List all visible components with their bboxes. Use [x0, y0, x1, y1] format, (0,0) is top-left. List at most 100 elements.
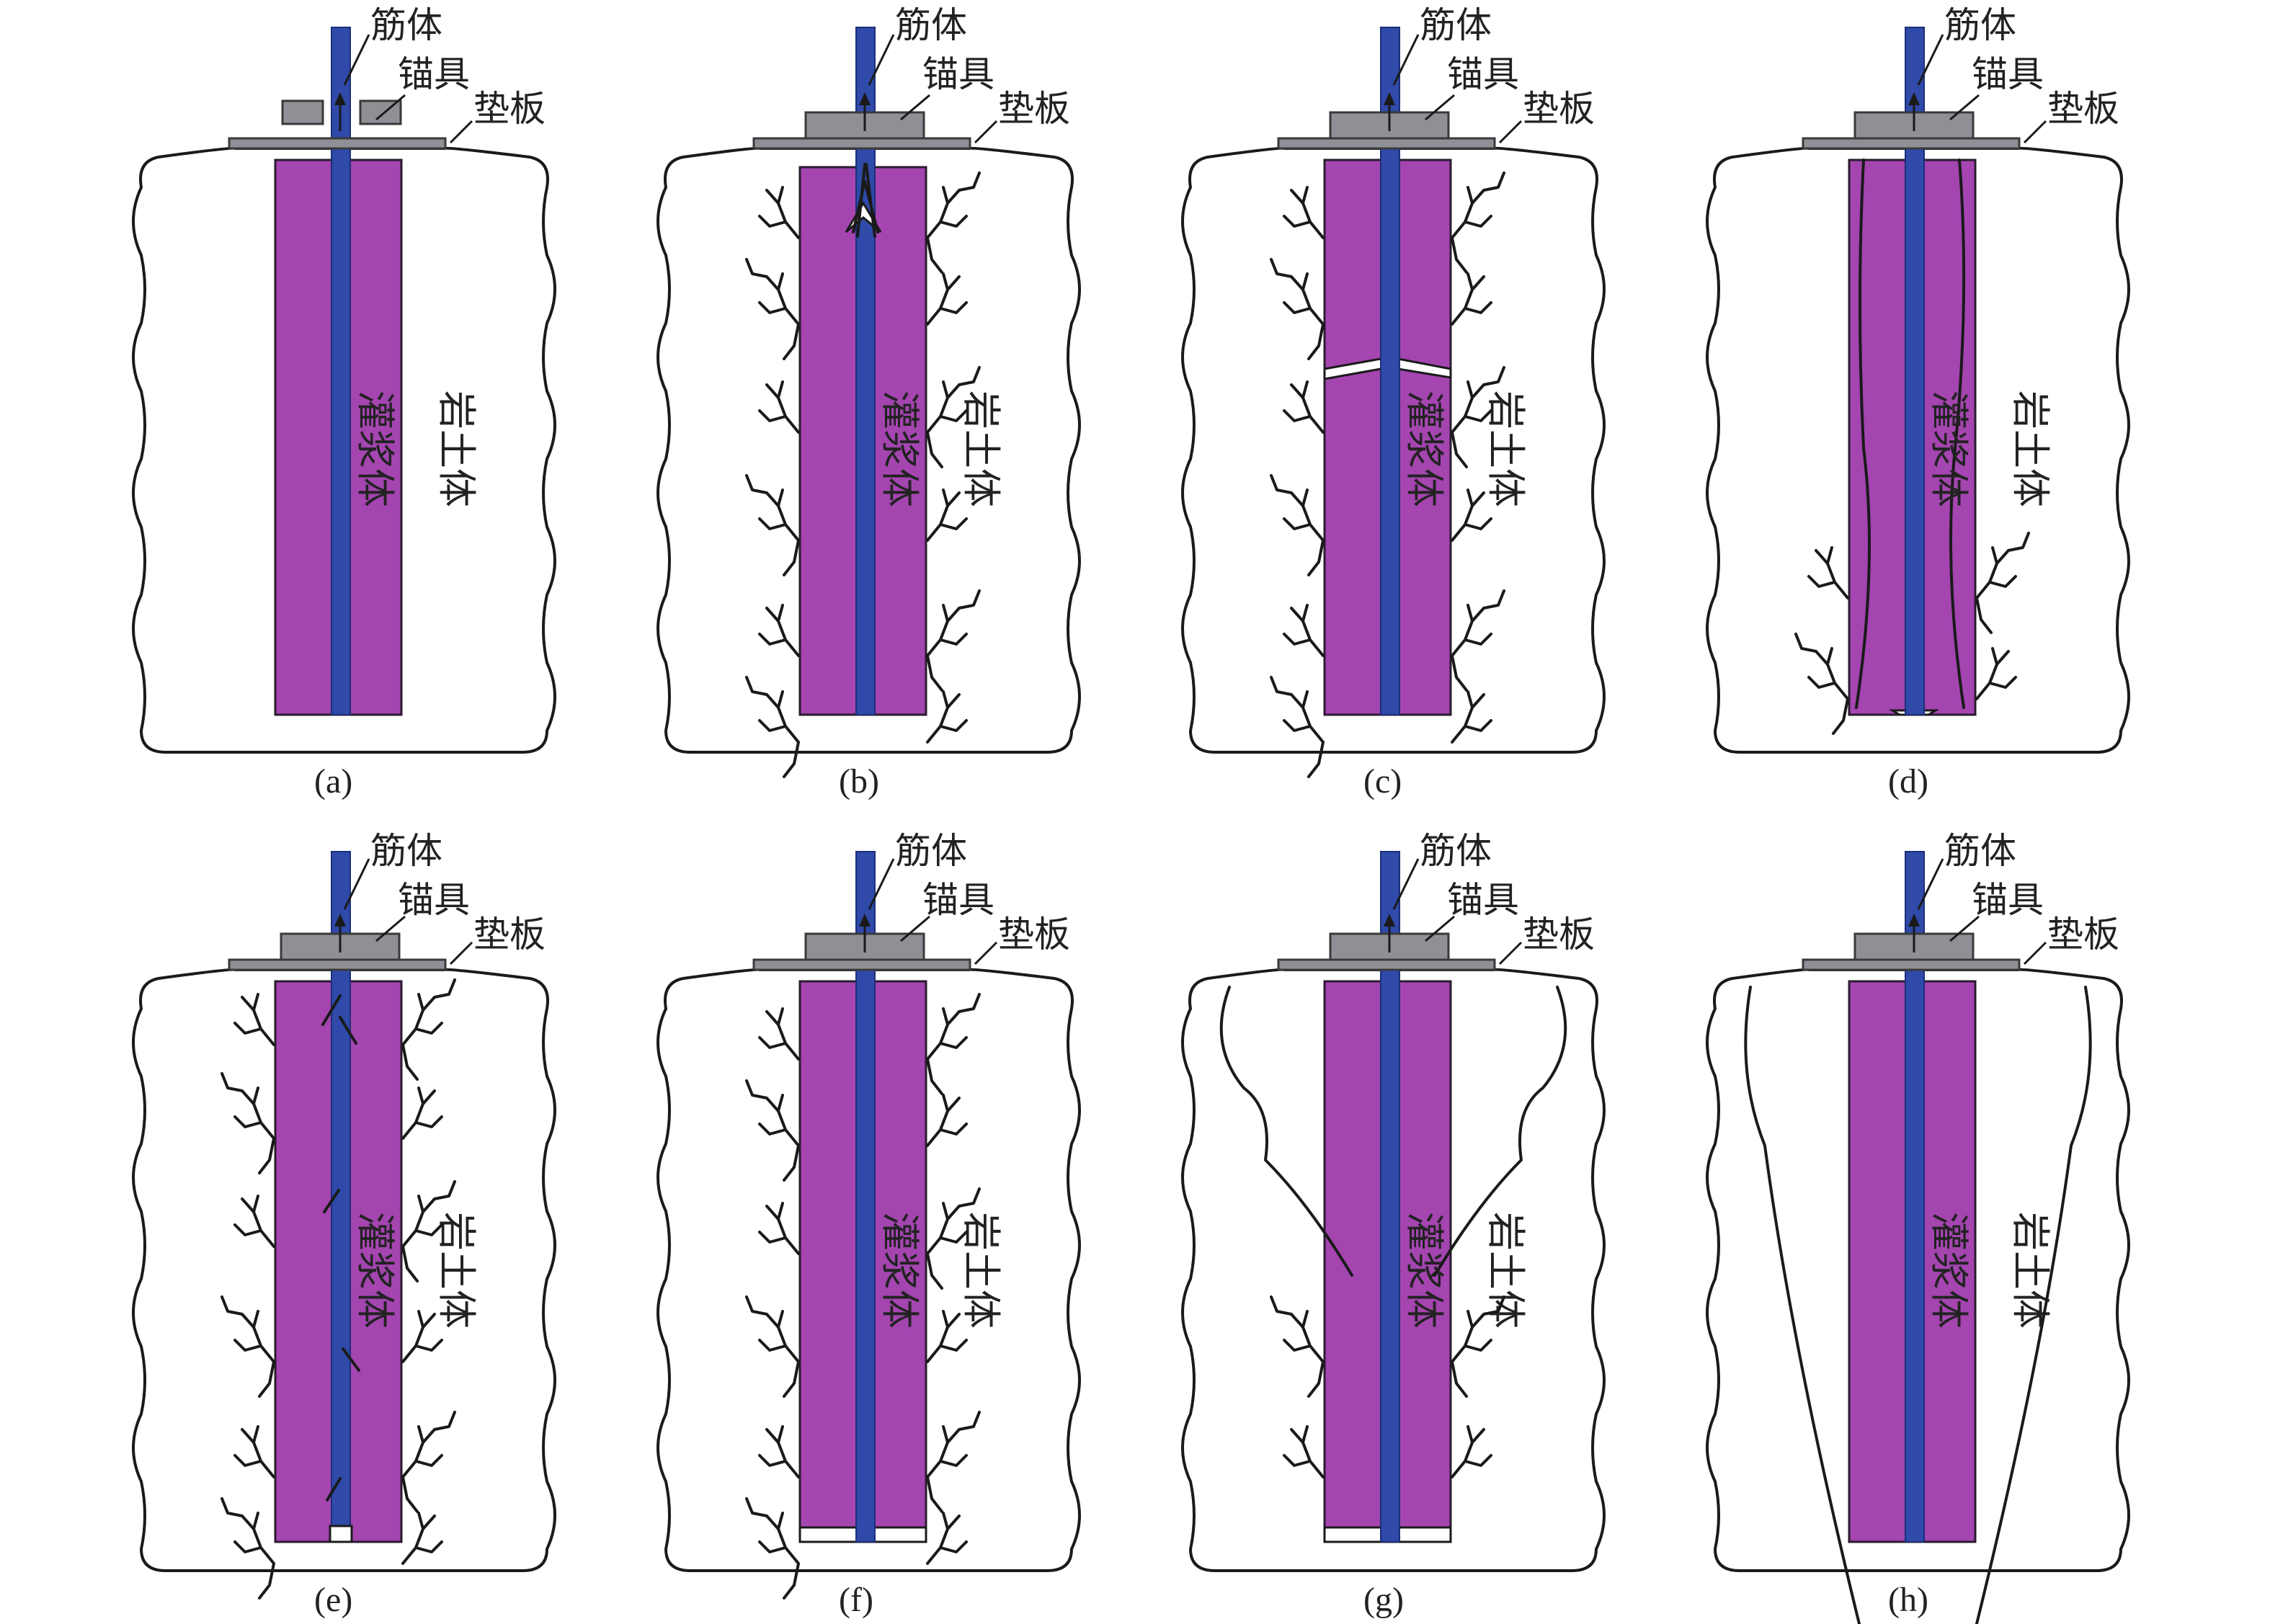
leader-anchor — [375, 94, 406, 121]
leader-anchor — [1949, 915, 1980, 942]
crack-right-5 — [926, 690, 968, 744]
leader-plate — [2023, 941, 2047, 965]
load-arrow-icon — [334, 914, 346, 927]
rock-label-group: 岩土体 — [958, 391, 1004, 507]
tendon-pull-cracks — [852, 163, 879, 238]
label-plate: 垫板 — [2047, 914, 2119, 955]
leader-tendon — [1917, 858, 1944, 910]
leader-anchor — [1949, 94, 1980, 121]
leader-tendon — [343, 34, 370, 86]
crack-left-1 — [221, 1072, 275, 1174]
grout-label-group: 灌浆体 — [877, 391, 922, 507]
caption-c: (c) — [1363, 762, 1402, 800]
label-grout: 灌浆体 — [877, 391, 922, 507]
rock-label-group: 岩土体 — [2008, 1212, 2053, 1329]
cone-surface-left — [1219, 986, 1353, 1277]
leader-tendon — [1917, 34, 1944, 86]
label-plate: 垫板 — [2047, 88, 2119, 130]
crack-right-2 — [926, 1187, 981, 1290]
crack-right-2 — [401, 1180, 456, 1282]
crack-right-3 — [401, 1310, 443, 1363]
bearing-plate — [752, 958, 971, 971]
label-tendon: 筋体 — [370, 830, 442, 872]
crack-left-3 — [745, 1295, 800, 1398]
label-anchor: 锚具 — [1972, 879, 2044, 921]
grout-crack-left — [1855, 159, 1871, 709]
crack-right-4 — [1451, 589, 1505, 692]
crack-left-4 — [758, 604, 800, 657]
leader-anchor — [900, 915, 930, 942]
grout-label-group: 灌浆体 — [352, 1212, 398, 1329]
label-plate: 垫板 — [1523, 88, 1595, 130]
crack-right-4 — [401, 1411, 456, 1513]
leader-tendon — [1392, 858, 1420, 910]
label-grout: 灌浆体 — [1402, 391, 1447, 507]
crack-left-3 — [745, 474, 800, 576]
crack-right-5 — [926, 1512, 968, 1565]
label-plate: 垫板 — [473, 88, 546, 130]
label-tendon: 筋体 — [895, 4, 967, 46]
label-plate: 垫板 — [1523, 914, 1595, 955]
crack-left-0 — [758, 186, 800, 239]
crack-left-1 — [745, 258, 800, 360]
panel-a: 筋体锚具垫板灌浆体岩土体(a) — [132, 4, 556, 800]
crack-left-5 — [745, 676, 800, 778]
label-rock: 岩土体 — [434, 1212, 479, 1329]
label-grout: 灌浆体 — [877, 1212, 922, 1329]
panel-d: 筋体锚具垫板灌浆体岩土体(d) — [1706, 4, 2130, 800]
crack-right-0 — [926, 993, 981, 1095]
crack-left-4 — [1283, 604, 1325, 657]
crack-right-low-1 — [1451, 1425, 1492, 1478]
label-rock: 岩土体 — [1483, 391, 1528, 507]
leader-tendon — [1392, 34, 1420, 86]
load-arrow-icon — [1384, 914, 1395, 927]
label-anchor: 锚具 — [1447, 879, 1519, 921]
crack-left-0 — [233, 993, 275, 1046]
label-grout: 灌浆体 — [1402, 1212, 1447, 1329]
rock-label-group: 岩土体 — [958, 1212, 1004, 1329]
label-anchor: 锚具 — [398, 53, 470, 95]
caption-f: (f) — [839, 1581, 873, 1619]
bearing-plate — [1802, 137, 2021, 150]
crack-right-2 — [1451, 366, 1505, 468]
crack-left-2 — [1283, 380, 1325, 434]
crack-left-4 — [758, 1425, 800, 1478]
rock-label-group: 岩土体 — [1483, 391, 1528, 507]
crack-right-3 — [926, 488, 968, 542]
load-arrow-icon — [334, 92, 346, 105]
crack-left-5 — [1270, 676, 1325, 778]
crack-left-1 — [1794, 633, 1849, 735]
crack-left-low-0 — [1270, 1295, 1325, 1398]
label-rock: 岩土体 — [2008, 391, 2053, 507]
label-grout: 灌浆体 — [352, 1212, 398, 1329]
crack-left-1 — [745, 1079, 800, 1182]
load-arrow-icon — [1908, 914, 1920, 927]
crack-left-1 — [1270, 258, 1325, 360]
anchor-block-left — [281, 99, 324, 125]
leader-plate — [1498, 120, 1523, 144]
crack-right-4 — [926, 1411, 981, 1513]
leader-anchor — [1425, 915, 1455, 942]
bearing-plate — [228, 958, 447, 971]
tendon-bottom-gap — [329, 1525, 353, 1543]
crack-left-2 — [758, 1202, 800, 1255]
label-plate: 垫板 — [998, 88, 1070, 130]
leader-anchor — [900, 94, 930, 121]
crack-right-1 — [926, 272, 968, 326]
crack-left-0 — [1283, 186, 1325, 239]
cone-surface-right — [1975, 986, 2092, 1624]
crack-left-3 — [1270, 474, 1325, 576]
label-tendon: 筋体 — [1420, 4, 1492, 46]
label-rock: 岩土体 — [2008, 1212, 2053, 1329]
label-anchor: 锚具 — [1447, 53, 1519, 95]
panel-e: 筋体锚具垫板灌浆体岩土体(e) — [132, 830, 556, 1619]
crack-right-1 — [401, 1087, 443, 1140]
bearing-plate — [1277, 137, 1496, 150]
label-rock: 岩土体 — [958, 1212, 1004, 1329]
label-tendon: 筋体 — [1420, 830, 1492, 872]
crack-right-0 — [401, 978, 456, 1081]
grout-label-group: 灌浆体 — [1926, 1212, 1972, 1329]
leader-tendon — [343, 858, 370, 910]
grout-label-group: 灌浆体 — [1926, 391, 1972, 507]
